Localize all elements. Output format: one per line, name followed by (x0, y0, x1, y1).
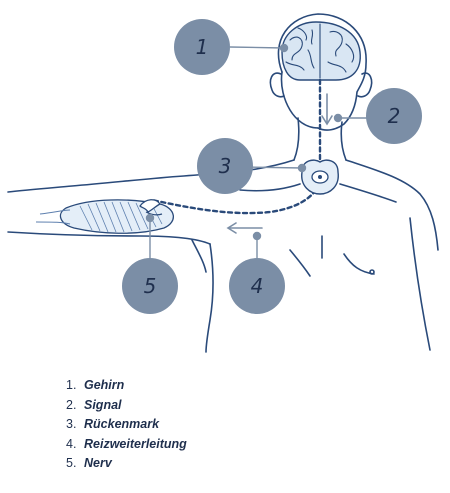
legend-item: 5. Nerv (66, 454, 187, 474)
callout-3: 3 (197, 138, 253, 194)
legend-item-term: Rückenmark (84, 417, 160, 431)
collarbone-right (339, 183, 397, 203)
callout-4: 4 (229, 258, 285, 314)
leader-line-5 (145, 213, 155, 260)
armpit-torso (205, 243, 214, 353)
right-torso-side (409, 217, 431, 351)
legend-item-number: 5. (66, 456, 77, 470)
neck-left (293, 117, 300, 161)
callout-1: 1 (174, 19, 230, 75)
signal-down-arrow (321, 93, 333, 126)
legend-item: 1. Gehirn (66, 376, 187, 396)
callout-2-number: 2 (388, 104, 401, 128)
leader-line-1 (229, 43, 289, 53)
nerve-ending (139, 199, 163, 216)
legend-item-term: Nerv (84, 456, 112, 470)
right-ear (357, 72, 373, 98)
nerve-signal-path (150, 182, 322, 215)
legend-item-number: 1. (66, 378, 77, 392)
leader-line-4 (252, 231, 262, 258)
chest-line-left (289, 249, 311, 277)
collarbone-left (239, 183, 301, 192)
nipple (369, 269, 375, 275)
legend-item: 4. Reizweiterleitung (66, 435, 187, 455)
callout-3-number: 3 (219, 154, 232, 178)
body-illustration: 1 2 3 4 5 (7, 13, 439, 353)
legend-item: 3. Rückenmark (66, 415, 187, 435)
left-shoulder (7, 159, 295, 193)
legend-list: 1. Gehirn 2. Signal 3. Rückenmark 4. Rei… (66, 376, 187, 474)
right-shoulder (345, 159, 439, 251)
legend-item-number: 2. (66, 397, 77, 412)
legend-item-term: Signal (84, 397, 122, 412)
callout-2: 2 (366, 88, 422, 144)
face-outline (280, 71, 319, 129)
impulse-left-arrow (226, 222, 263, 234)
callout-4-number: 4 (251, 274, 264, 298)
elbow-crease (191, 239, 207, 273)
legend-item-term: Gehirn (84, 378, 125, 392)
left-ear (269, 72, 285, 98)
leader-line-3 (245, 163, 307, 173)
legend-item: 2. Signal (66, 396, 187, 416)
legend-item-term: Reizweiterleitung (84, 436, 187, 451)
callout-5: 5 (122, 258, 178, 314)
legend-item-number: 4. (66, 436, 77, 451)
leader-line-2 (333, 113, 367, 123)
callout-5-number: 5 (144, 274, 157, 298)
neck-right (340, 121, 347, 161)
callout-1-number: 1 (196, 35, 209, 59)
spinal-cord-section (301, 159, 339, 195)
brain (281, 21, 361, 81)
arm-underside (7, 231, 211, 245)
legend-item-number: 3. (66, 417, 77, 431)
